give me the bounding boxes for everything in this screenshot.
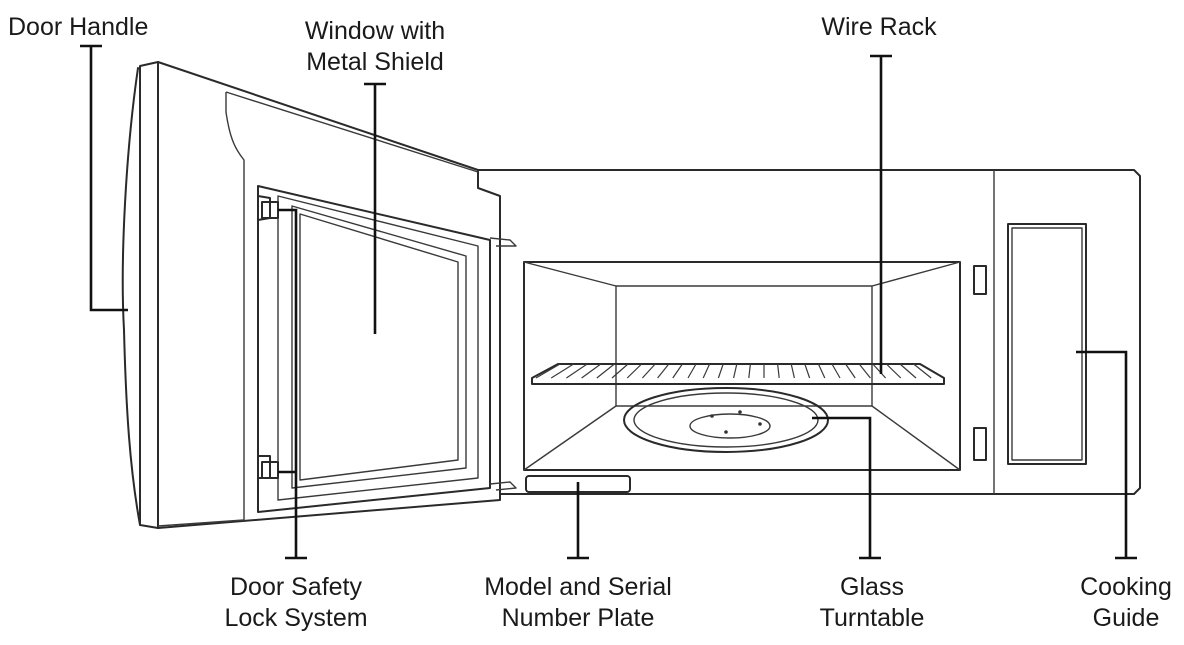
upper-latch [257, 195, 271, 221]
rack-bar [817, 363, 826, 379]
latch-slot-upper [973, 265, 987, 295]
label-door-handle: Door Handle [8, 12, 148, 43]
rack-bar [858, 363, 871, 379]
rack-bar [717, 363, 724, 379]
microwave-door [121, 61, 517, 529]
rack-bar [804, 363, 811, 379]
rack-bar [566, 363, 588, 379]
label-model-serial-line2: Number Plate [501, 604, 655, 632]
label-door-safety-lock: Door Safety Lock System [224, 572, 367, 634]
label-cooking-guide-line1: Cooking [1080, 573, 1172, 601]
label-model-serial-plate: Model and Serial Number Plate [484, 572, 672, 634]
lower-latch [257, 455, 271, 479]
oven-cavity [523, 261, 961, 471]
leader-window [364, 82, 386, 334]
rack-bar [672, 363, 683, 379]
rack-bar [535, 363, 561, 379]
leader-model-serial [567, 482, 589, 560]
rack-bar [626, 363, 643, 379]
rack-bar [611, 363, 629, 379]
rack-bar [687, 363, 697, 379]
rack-bar [596, 363, 615, 379]
microwave-cabinet [477, 169, 1141, 495]
label-window-line1: Window with [304, 17, 446, 45]
label-window-metal-shield: Window with Metal Shield [305, 16, 445, 78]
rack-bar [872, 363, 887, 379]
rack-bar [581, 363, 602, 379]
label-wire-rack-text: Wire Rack [821, 13, 937, 41]
leader-door-safety [278, 208, 307, 560]
rack-bar [845, 363, 856, 379]
label-model-serial-line1: Model and Serial [484, 573, 672, 601]
rack-bar [913, 363, 932, 379]
label-glass-turntable-line2: Turntable [819, 604, 925, 632]
label-door-handle-text: Door Handle [8, 13, 149, 41]
leader-door-handle [80, 44, 128, 312]
glass-turntable [623, 387, 829, 453]
label-cooking-guide-line2: Guide [1092, 604, 1160, 632]
rack-bar [733, 363, 738, 379]
rack-bar [899, 363, 917, 379]
rack-bar [885, 363, 902, 379]
label-glass-turntable: Glass Turntable [820, 572, 925, 634]
leader-cooking-guide [1076, 350, 1137, 560]
rack-bar [790, 363, 795, 379]
rack-bar [777, 363, 780, 379]
label-glass-turntable-line1: Glass [840, 573, 904, 601]
leader-lines [80, 44, 1137, 560]
label-door-safety-line2: Lock System [224, 604, 368, 632]
door-handle [121, 67, 141, 526]
cooking-guide-panel [1007, 223, 1087, 465]
leader-wire-rack [870, 54, 892, 374]
rack-bar [641, 363, 656, 379]
leader-glass-turntable [812, 416, 881, 560]
label-window-line2: Metal Shield [306, 48, 444, 76]
rack-bar [748, 363, 751, 379]
label-wire-rack: Wire Rack [821, 12, 936, 43]
rack-bar [657, 363, 670, 379]
label-door-safety-line1: Door Safety [229, 573, 363, 601]
wire-rack [531, 363, 945, 385]
rack-bar [702, 363, 711, 379]
latch-slot-lower [973, 427, 987, 461]
label-cooking-guide: Cooking Guide [1080, 572, 1172, 634]
rack-bar [831, 363, 841, 379]
rack-bar [550, 363, 574, 379]
